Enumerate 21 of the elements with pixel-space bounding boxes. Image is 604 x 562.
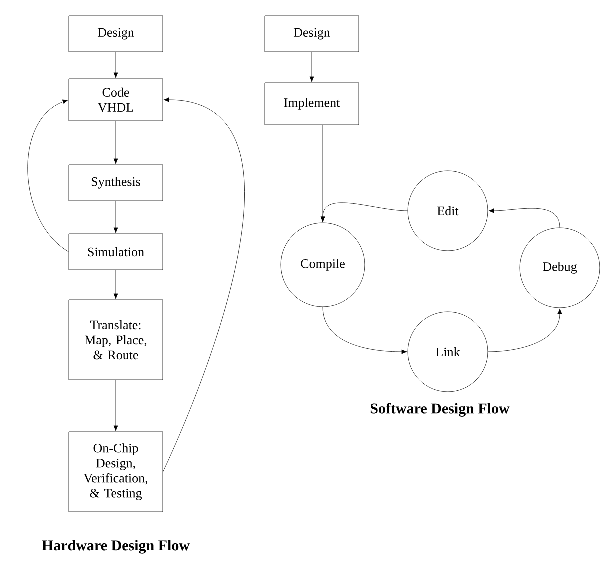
process-box: Synthesis <box>68 164 164 202</box>
process-box: Simulation <box>68 234 164 270</box>
arrow <box>310 52 314 82</box>
arrow <box>322 307 408 354</box>
arrow <box>114 270 118 300</box>
process-box: Design <box>264 16 360 52</box>
caption: Hardware Design Flow <box>42 540 190 554</box>
arrow <box>163 98 245 472</box>
arrow <box>114 121 118 164</box>
process-box: Code VHDL <box>68 78 164 122</box>
arrow <box>488 208 560 228</box>
arrow <box>488 308 562 352</box>
arrow <box>114 201 118 234</box>
arrow <box>28 100 69 252</box>
arrow <box>320 202 408 222</box>
process-box: Design <box>68 16 164 52</box>
arrow <box>114 380 118 432</box>
arrow <box>114 52 118 78</box>
process-box: Implement <box>264 82 360 126</box>
process-box: On-Chip Design, Verification, & Testing <box>68 432 164 512</box>
process-box: Translate: Map, Place, & Route <box>68 300 164 380</box>
